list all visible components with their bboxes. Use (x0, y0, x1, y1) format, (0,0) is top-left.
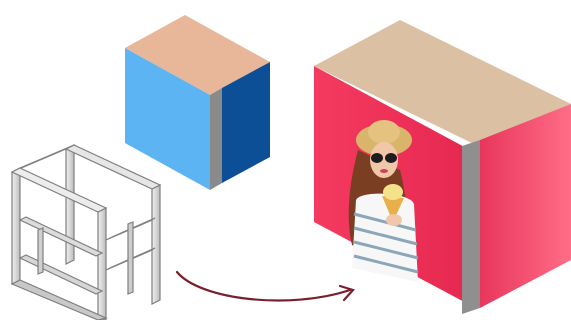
blue-box-edge (210, 88, 222, 190)
counter-side (480, 104, 571, 308)
counter-edge (462, 140, 480, 314)
printed-woman-graphic (349, 120, 418, 282)
frame-structure (12, 145, 160, 320)
transition-arrow (177, 272, 353, 300)
blue-panel-box (125, 15, 270, 190)
printed-display-counter (314, 20, 571, 314)
